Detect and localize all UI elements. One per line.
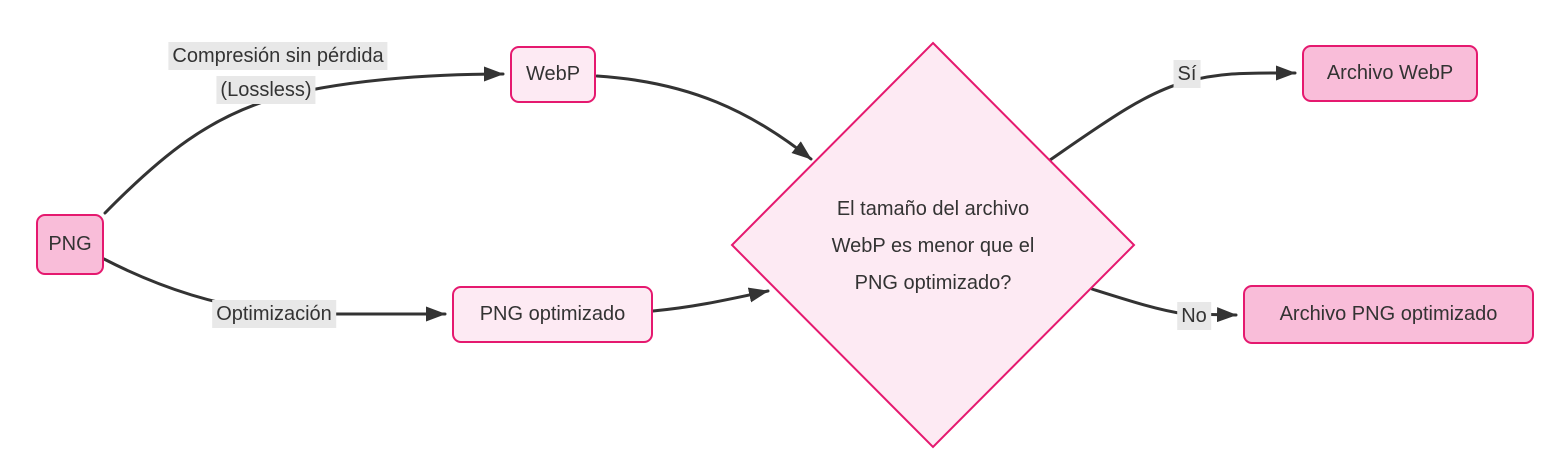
edge-decision-to-archivo-webp [1048,65,1297,162]
decision-label-line3: PNG optimizado? [854,272,1012,294]
node-png: PNG [36,214,104,275]
decision-label-line1: El tamaño del archivo [836,198,1030,220]
node-webp: WebP [510,46,596,103]
node-archivo-png-optimizado: Archivo PNG optimizado [1243,285,1534,344]
decision-diamond [730,41,1136,449]
edge-png-optimizado-to-decision [651,287,770,313]
decision-label: El tamaño del archivo WebP es menor que … [803,191,1063,302]
node-archivo-webp-label: Archivo WebP [1326,62,1454,84]
edge-label-optimizacion: Optimización [212,300,336,328]
edge-label-si: Sí [1173,60,1201,88]
edge-label-no: No [1177,302,1211,330]
decision-label-line2: WebP es menor que el [831,235,1035,257]
node-archivo-png-optimizado-label: Archivo PNG optimizado [1279,303,1498,325]
node-png-label: PNG [48,233,92,255]
node-png-optimizado: PNG optimizado [452,286,653,343]
edge-webp-to-decision [595,74,813,161]
edge-label-lossless-line2: (Lossless) [216,76,316,104]
node-archivo-webp: Archivo WebP [1302,45,1478,102]
node-png-optimizado-label: PNG optimizado [479,303,626,325]
edge-decision-to-archivo-png-optimizado [1090,287,1238,323]
node-webp-label: WebP [525,63,581,85]
edge-label-lossless-line1: Compresión sin pérdida [168,42,388,70]
